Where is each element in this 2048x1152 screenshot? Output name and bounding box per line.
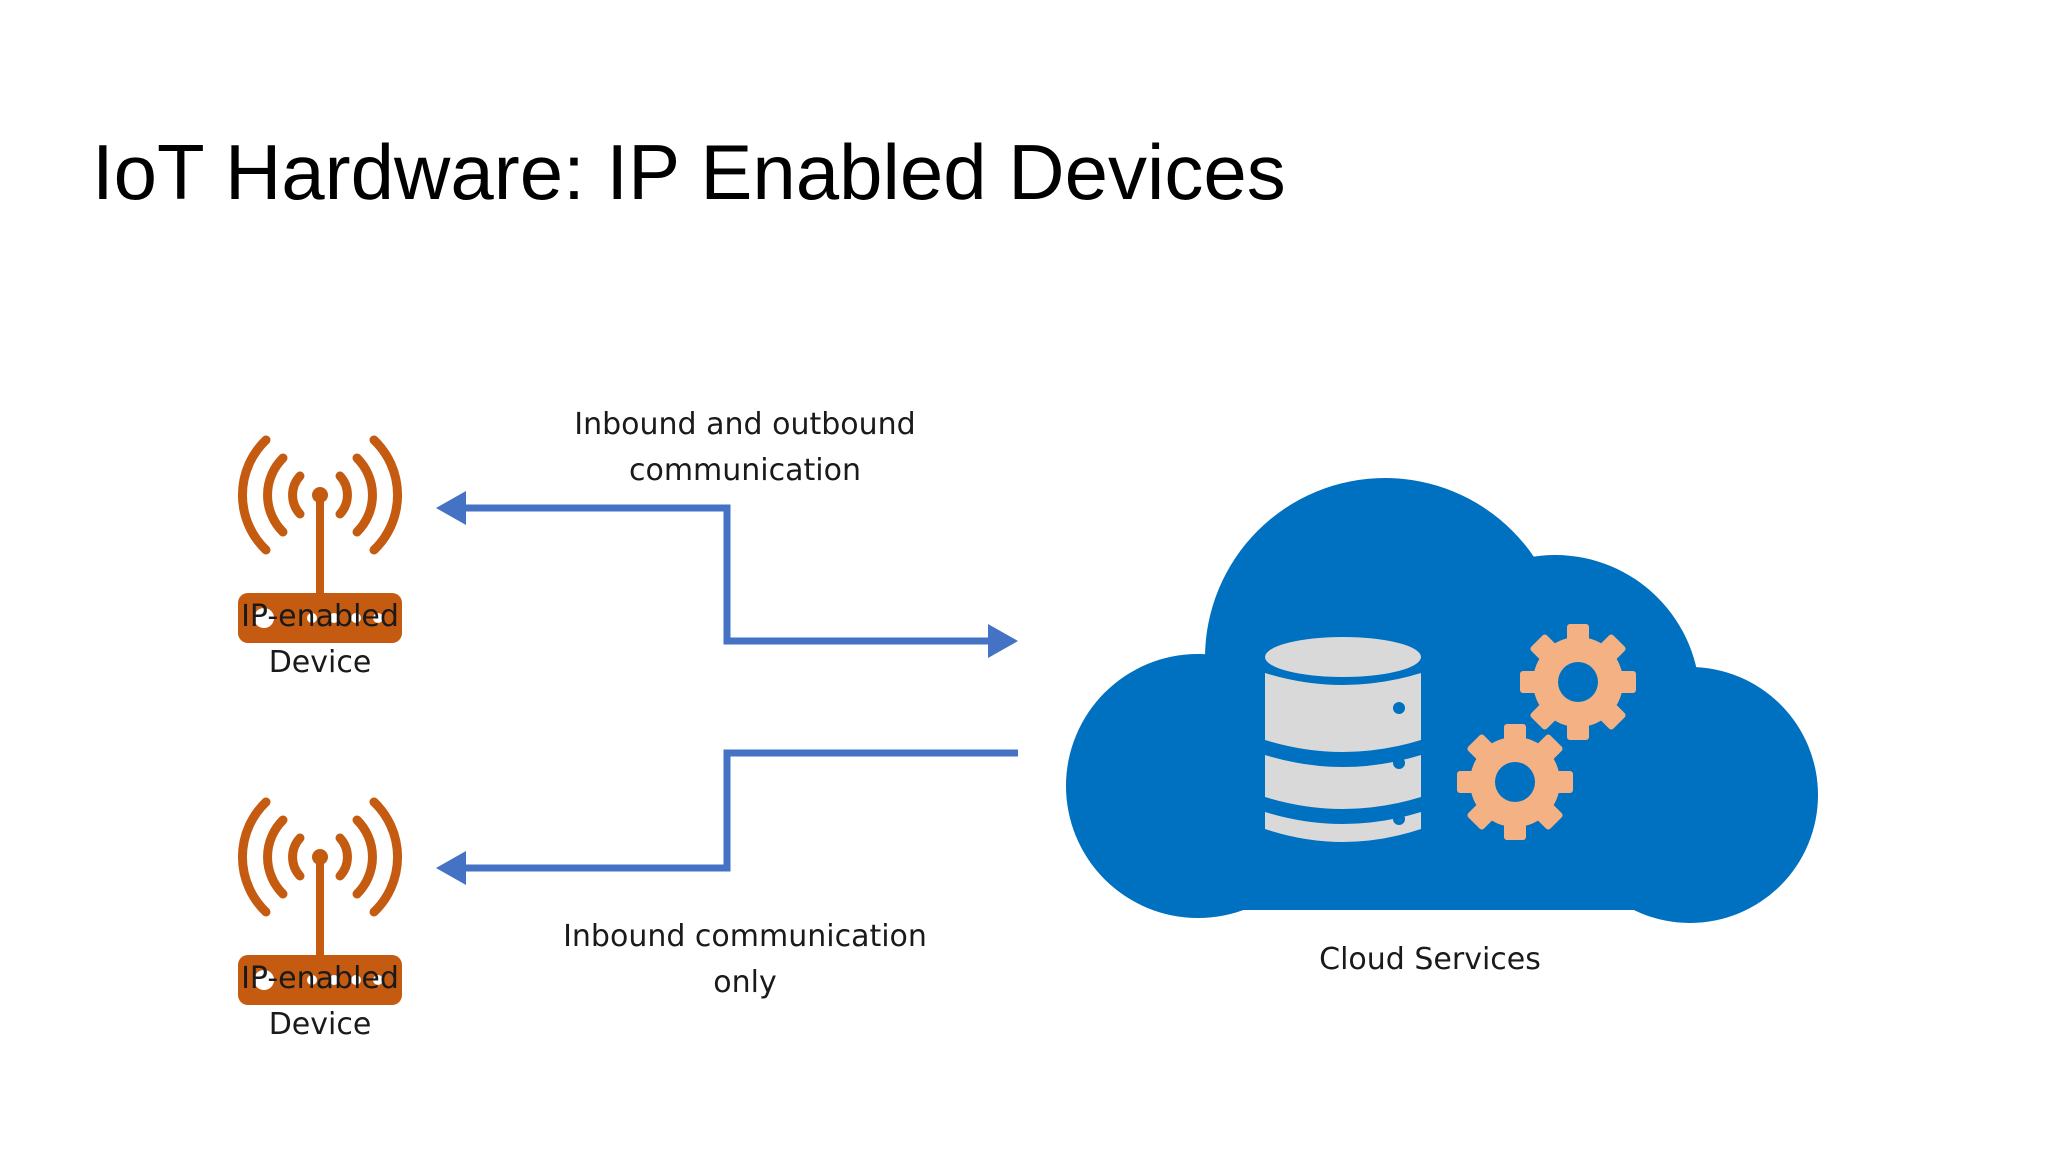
connection-1-label-line2: communication xyxy=(629,453,861,488)
slide-title: IoT Hardware: IP Enabled Devices xyxy=(92,128,1286,216)
device-2-label-line2: Device xyxy=(269,1007,372,1042)
bidirectional-arrow xyxy=(436,491,1018,658)
connection-2-label-line2: only xyxy=(713,965,776,1000)
device-1-label-line1: IP-enabled xyxy=(241,599,399,634)
database-icon xyxy=(1265,637,1421,842)
connection-1-label-line1: Inbound and outbound xyxy=(574,407,915,442)
connection-2-label-line1: Inbound communication xyxy=(563,919,927,954)
cloud-label: Cloud Services xyxy=(1319,942,1541,977)
device-1-label-line2: Device xyxy=(269,645,372,680)
cloud-shape xyxy=(1066,478,1818,923)
device-2-label-line1: IP-enabled xyxy=(241,961,399,996)
inbound-arrow xyxy=(436,749,1018,885)
database-indicator-dots xyxy=(1393,702,1405,825)
